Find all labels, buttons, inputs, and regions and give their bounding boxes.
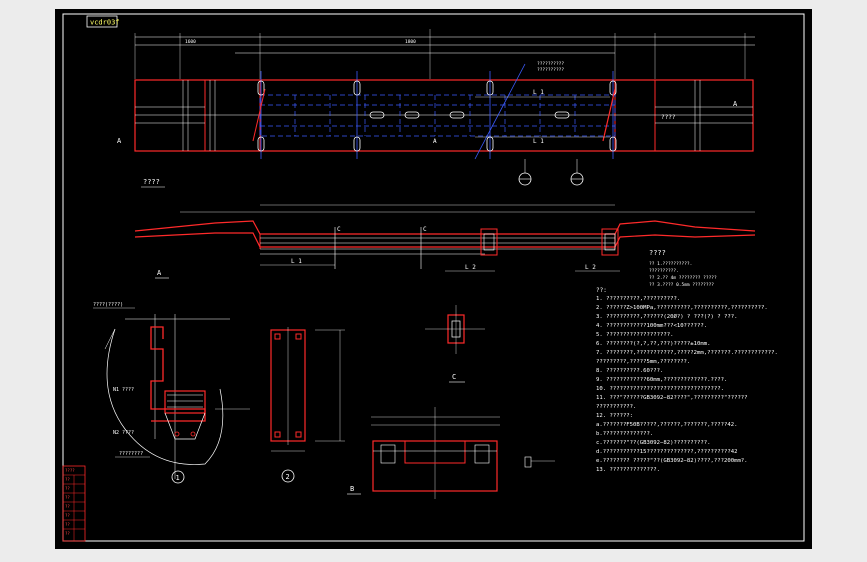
tech-requirements: ???? ?? 1.??????????. ??????????. ?? 2.?… <box>649 249 717 288</box>
note-line: a.???????F50B?????,??????,???????,?????4… <box>596 422 737 428</box>
section-b-label: B <box>350 485 354 493</box>
title-tab-box <box>86 15 118 28</box>
stamp-row: ?? <box>65 477 70 482</box>
note-line: 7. ????????,???????????,?????2mm,???????… <box>596 350 778 356</box>
drawing-frame <box>62 13 805 542</box>
note-line: 1. ??????????,??????????. <box>596 296 680 302</box>
tech-title: ???? <box>649 249 666 257</box>
note-line: 5. ???????????????????. <box>596 332 673 338</box>
detail-n2-label: N2 ???? <box>113 430 134 436</box>
detail-top-note: ????(????) <box>93 302 123 308</box>
note-line: 3. ??????????,??????(20Ø?) ? ???(?) ? ??… <box>596 313 737 320</box>
note-line: 13. ??????????????. <box>596 467 660 473</box>
note-line: c.???????"??(GB3092−82)??????????. <box>596 440 711 446</box>
note-line: 11. ???"??????GB3092−82????",?????????"?… <box>596 395 748 401</box>
plan-view: 1600 1800 <box>117 29 755 188</box>
stamp-title: ???? <box>65 468 75 473</box>
stamp-row: ?? <box>65 522 70 527</box>
note-line: ?????????,?????5mm,????????. <box>596 359 690 365</box>
elevation-view: L 1 L 2 L 2 C C A <box>134 204 756 279</box>
note-line: e.???????? ?????"??(GB3092−82)????,???20… <box>596 458 748 464</box>
note-line: 4. ????????????100mm???<10??????. <box>596 323 707 329</box>
elev-dim-L2-a: L 2 <box>465 264 476 271</box>
stamp-row: ?? <box>65 495 70 500</box>
note-line: 12. ??????: <box>596 413 633 419</box>
elevation-section-label: A <box>157 269 162 277</box>
elev-dim-L2-b: L 2 <box>585 264 596 271</box>
detail-2: 2 <box>270 327 345 483</box>
plan-dim-L1-bottom: L 1 <box>533 138 544 145</box>
revision-stamp: ???? ?? ?? ?? ?? ?? ?? ?? <box>62 465 86 542</box>
plan-dim-L1-top: L 1 <box>533 89 544 96</box>
section-marker-left: A <box>117 137 122 145</box>
title-tab: vcdr03f <box>90 19 120 27</box>
svg-text:??????????: ?????????? <box>537 61 564 67</box>
note-line: d.???????????15??????????????,??????????… <box>596 449 737 455</box>
note-line: ???????????. <box>596 404 636 410</box>
tech-line-4: ?? 3.???? 0.5mm ???????? <box>649 282 714 288</box>
tech-line-2: ??????????. <box>649 268 679 274</box>
svg-text:??????????: ?????????? <box>537 67 564 73</box>
note-line: b.??????????????. <box>596 431 653 437</box>
drawing-sheet: vcdr03f 1600 1800 <box>55 9 812 549</box>
detail-1: ????(????) N1 ???? N2 ???? ???????? 1 <box>93 302 250 484</box>
tech-line-3: ?? 2.?? 4m ???????? ????? <box>649 275 717 281</box>
detail-bottom-note: ???????? <box>119 451 143 457</box>
section-marker-C-left: C <box>337 226 341 233</box>
section-marker-C-right: C <box>423 226 427 233</box>
section-b: B <box>347 407 555 499</box>
dim-top-1: 1600 <box>185 39 196 45</box>
stamp-row: ?? <box>65 513 70 518</box>
detail-1-label: 1 <box>176 474 180 482</box>
detail-n1-label: N1 ???? <box>113 387 134 393</box>
dim-top-2: 1800 <box>405 39 416 45</box>
section-c: C <box>425 305 485 383</box>
note-line: 8. ??????????.60???. <box>596 368 663 374</box>
notes-title: ??: <box>596 287 607 294</box>
stamp-row: ?? <box>65 504 70 509</box>
detail-2-label: 2 <box>286 473 290 481</box>
section-c-label: C <box>452 373 456 381</box>
elev-dim-L1: L 1 <box>291 258 302 265</box>
plan-view-label: ???? <box>143 178 160 186</box>
note-line: 6. ????????(?,?,??,???)?????±10mm. <box>596 341 711 347</box>
general-notes: ??: 1. ??????????,??????????. 2. ??????Z… <box>596 287 778 473</box>
note-line: 10. ?????????????????????????????????. <box>596 386 724 392</box>
plan-center-text: ???? <box>661 114 676 121</box>
section-marker-mid: A <box>433 138 437 145</box>
cad-drawing: vcdr03f 1600 1800 <box>62 13 805 542</box>
tech-line-1: ?? 1.??????????. <box>649 261 692 267</box>
note-line: 2. ??????Z>100MPa,??????????,??????????,… <box>596 305 768 311</box>
stamp-row: ?? <box>65 486 70 491</box>
note-line: 9. ????????????60mm,?????????????.????. <box>596 377 727 383</box>
section-marker-right: A <box>733 100 738 108</box>
stamp-row: ?? <box>65 531 70 536</box>
